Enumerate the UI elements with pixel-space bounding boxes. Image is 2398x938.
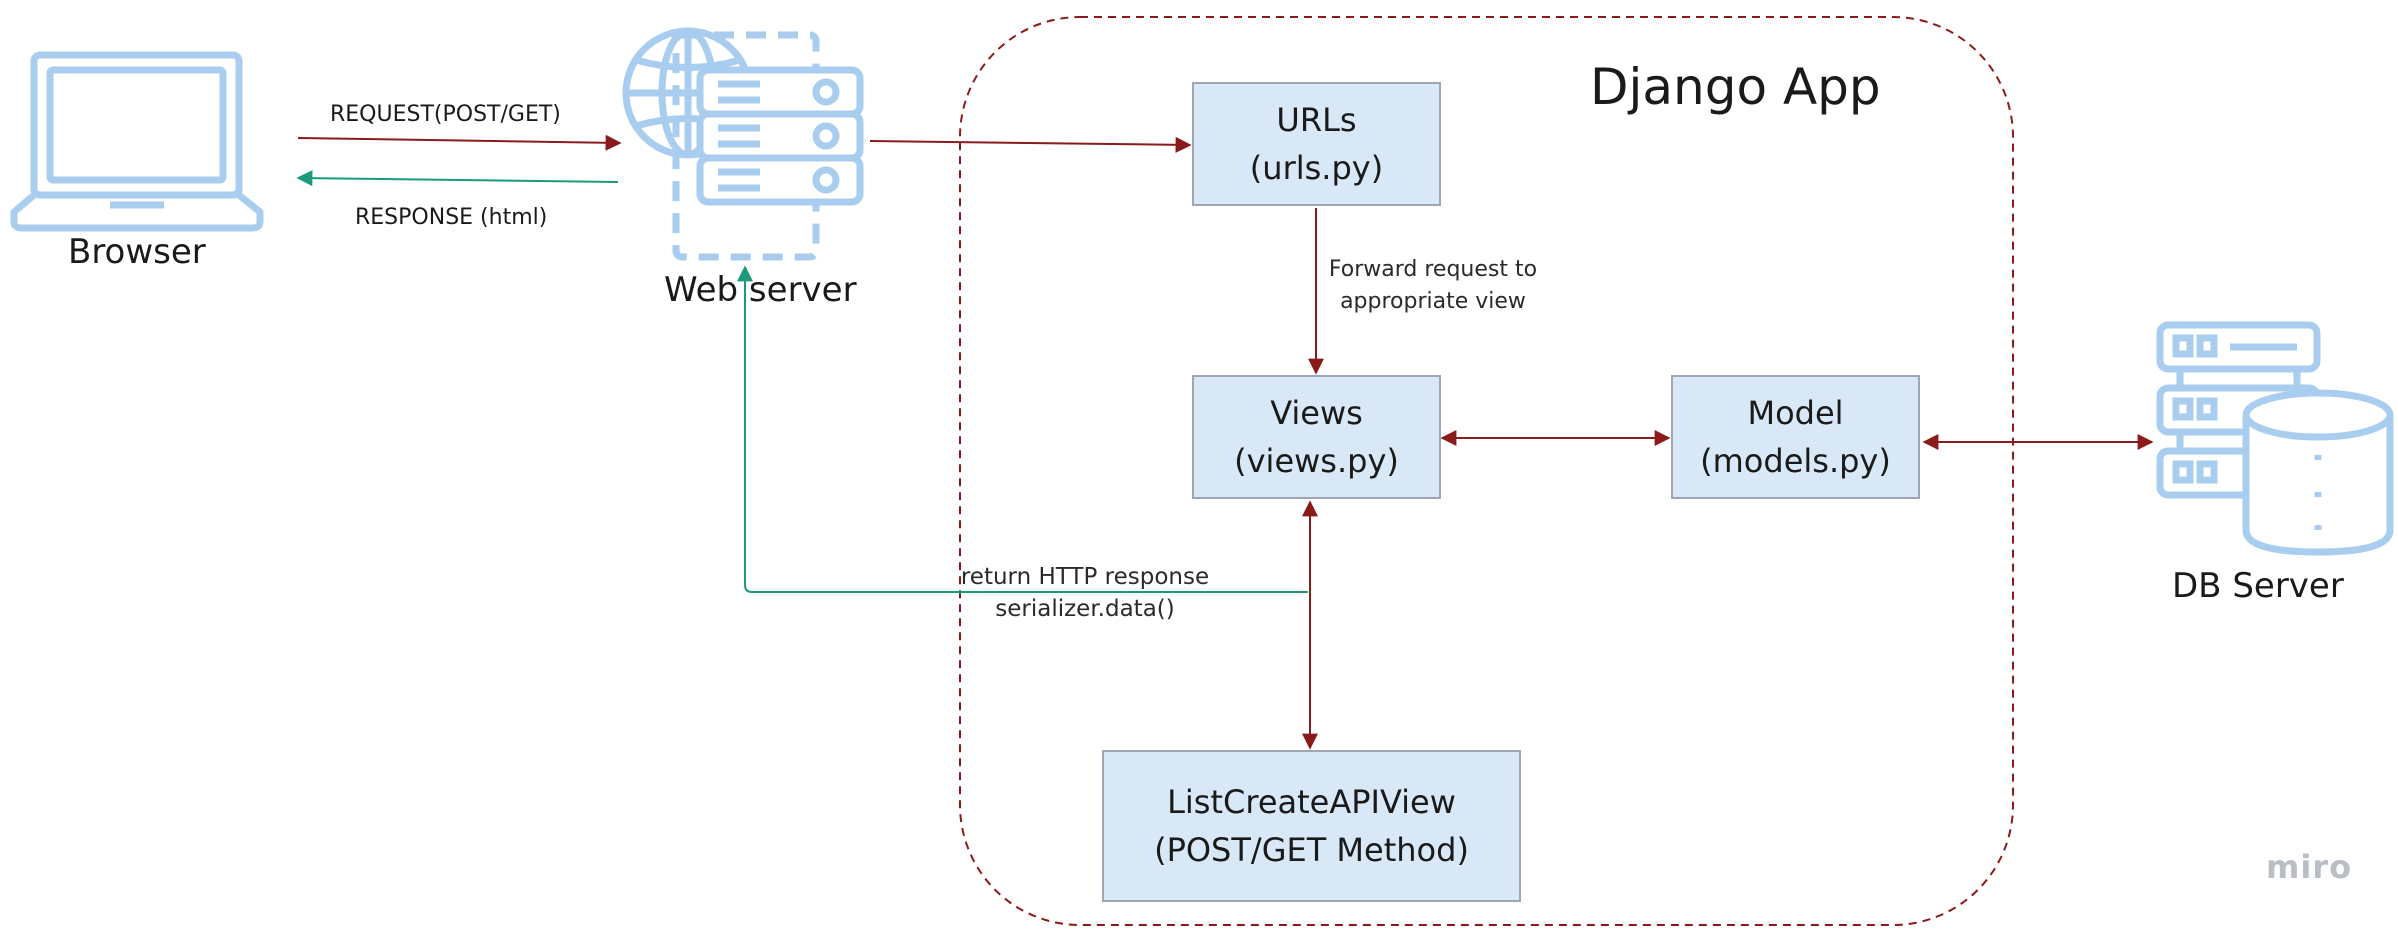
forward-line-2: appropriate view — [1340, 289, 1526, 314]
webserver-to-urls-arrow — [869, 136, 1192, 153]
miro-watermark: miro — [2266, 848, 2353, 886]
django-app-title: Django App — [1590, 58, 1881, 116]
return-response-arrow — [737, 265, 1308, 593]
forward-request-label: Forward request to appropriate view — [1322, 254, 1544, 318]
request-arrow — [297, 134, 622, 151]
db-server-label: DB Server — [2172, 566, 2344, 606]
views-box-file: (views.py) — [1234, 442, 1399, 480]
model-box-title: Model — [1747, 394, 1844, 432]
web-server-label: Web server — [664, 270, 857, 310]
model-box[interactable]: Model (models.py) — [1671, 375, 1920, 499]
views-box[interactable]: Views (views.py) — [1192, 375, 1441, 499]
return-line-2: serializer.data() — [995, 596, 1175, 622]
listcreate-box-method: (POST/GET Method) — [1154, 831, 1469, 869]
views-box-title: Views — [1270, 394, 1363, 432]
urls-box[interactable]: URLs (urls.py) — [1192, 82, 1441, 206]
response-arrow — [296, 170, 619, 187]
web-server-icon — [622, 27, 864, 261]
forward-line-1: Forward request to — [1328, 257, 1538, 282]
request-label: REQUEST(POST/GET) — [330, 102, 561, 127]
database-server-icon — [2156, 321, 2394, 556]
urls-box-file: (urls.py) — [1249, 149, 1384, 187]
response-label: RESPONSE (html) — [355, 205, 548, 230]
return-response-label: return HTTP response serializer.data() — [960, 561, 1210, 625]
laptop-icon — [10, 51, 264, 232]
urls-box-title: URLs — [1276, 101, 1357, 139]
listcreate-box-title: ListCreateAPIView — [1167, 783, 1456, 821]
browser-label: Browser — [68, 232, 206, 272]
listcreate-box[interactable]: ListCreateAPIView (POST/GET Method) — [1102, 750, 1521, 902]
django-app-container — [959, 16, 2014, 926]
model-box-file: (models.py) — [1700, 442, 1891, 480]
return-line-1: return HTTP response — [960, 564, 1210, 590]
